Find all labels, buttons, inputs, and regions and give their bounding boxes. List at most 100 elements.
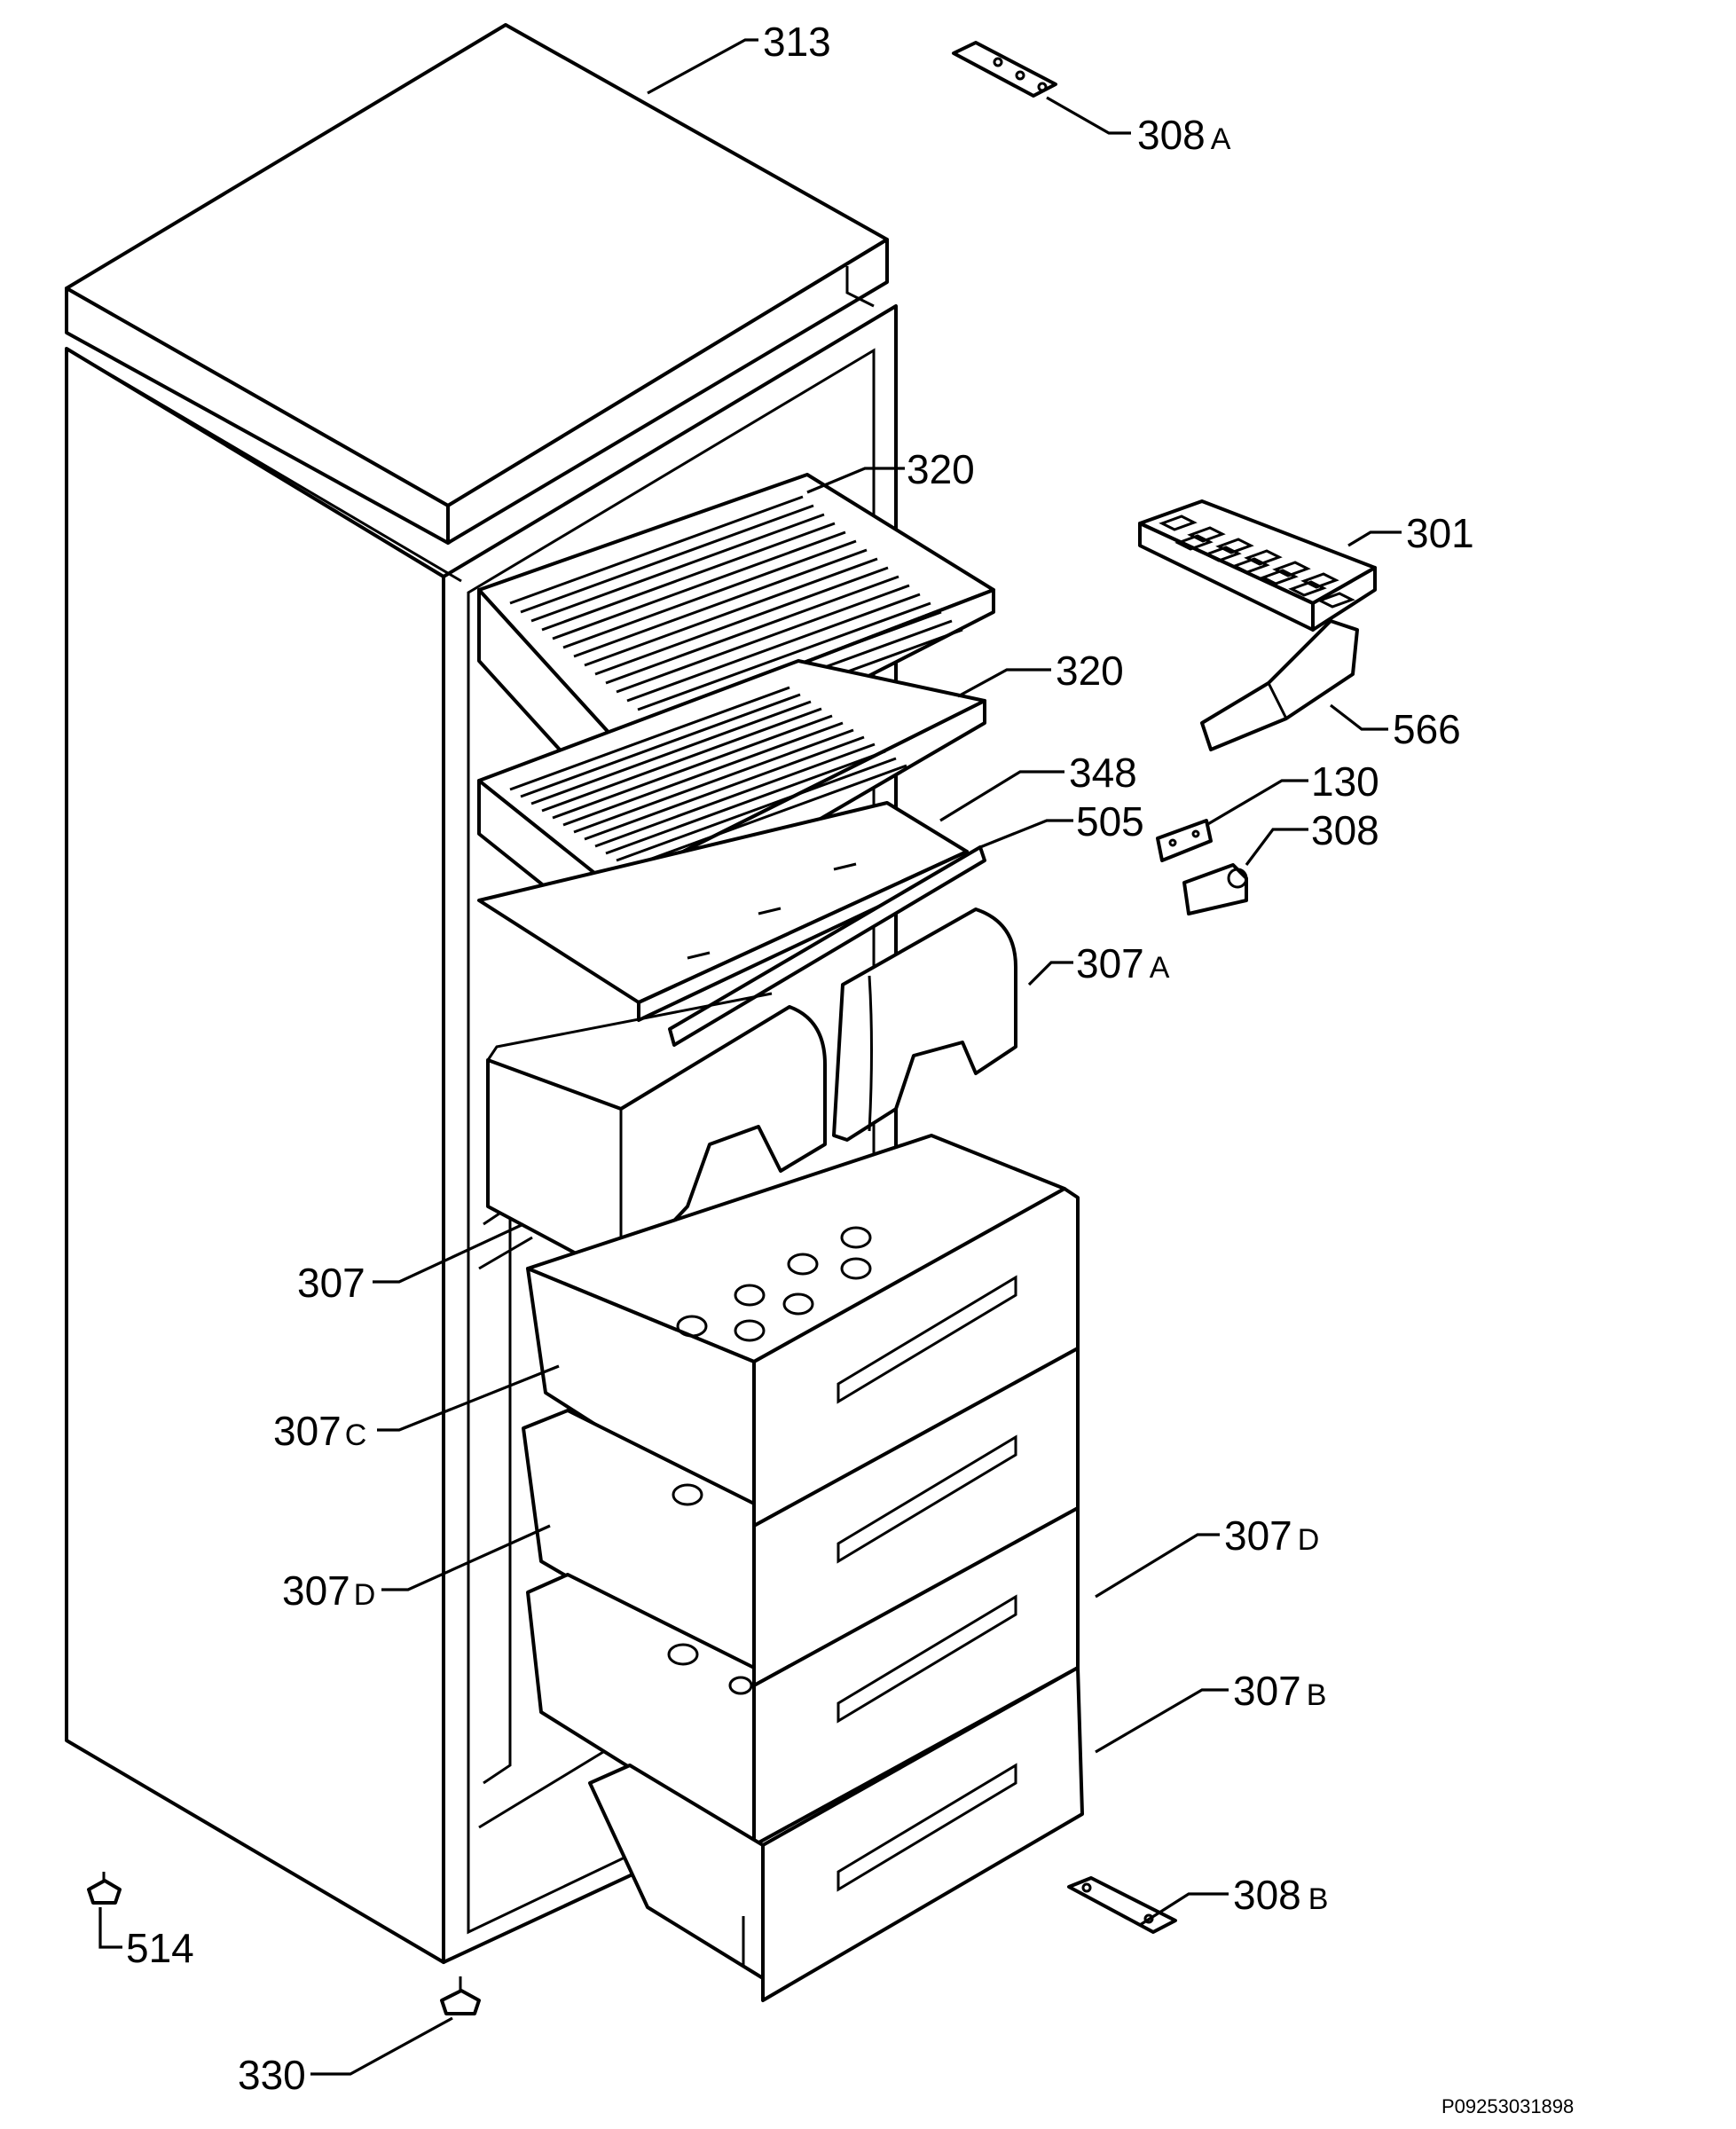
shelf-rib <box>530 513 825 623</box>
callout-505-number: 505 <box>1076 798 1144 845</box>
callout-307a-number: 307 <box>1076 940 1144 986</box>
ice-cell <box>1203 546 1242 562</box>
callout-308b-suffix: B <box>1308 1882 1329 1916</box>
ice-scoop-566 <box>1200 619 1359 751</box>
callout-320-upper-number: 320 <box>907 446 975 492</box>
shelf-rib <box>509 495 804 605</box>
ice-cell <box>1215 538 1254 554</box>
shelf-trim-505 <box>668 845 986 1047</box>
hinge-308b <box>1067 1876 1177 1934</box>
shelf-rib <box>605 575 899 685</box>
svg-text:313: 313 <box>763 19 831 65</box>
callout-301-number: 301 <box>1406 510 1474 556</box>
leader-lines <box>98 38 1402 2076</box>
shelf-rib <box>616 584 910 694</box>
callout-308a-number: 308 <box>1137 112 1206 158</box>
shelf-rib <box>616 757 897 862</box>
shelf-rib <box>552 714 833 820</box>
shelf-rib <box>584 735 865 841</box>
svg-text:320: 320 <box>907 446 975 492</box>
hinge-308a <box>952 41 1057 98</box>
callout-307d-left-number: 307 <box>282 1567 350 1614</box>
drawer-307c <box>526 1134 1080 1528</box>
hinge-308 <box>1182 863 1248 915</box>
shelf-rib <box>541 522 836 632</box>
callout-320-lower-number: 320 <box>1056 648 1124 694</box>
svg-text:566: 566 <box>1393 706 1461 752</box>
callout-307c-number: 307 <box>273 1408 342 1454</box>
callout-307b-number: 307 <box>1233 1668 1301 1714</box>
callout-307c-suffix: C <box>345 1418 367 1452</box>
ice-cell <box>1187 526 1226 543</box>
svg-text:505: 505 <box>1076 798 1144 845</box>
shelf-rib <box>520 504 814 614</box>
callout-313-number: 313 <box>763 19 831 65</box>
glass-shelf-348 <box>477 801 969 1022</box>
callout-308a-suffix: A <box>1211 122 1231 156</box>
svg-text:308: 308 <box>1311 807 1379 853</box>
shelf-rib <box>605 750 886 855</box>
callout-307b-suffix: B <box>1307 1678 1327 1712</box>
callout-348-number: 348 <box>1069 750 1137 796</box>
svg-text:301: 301 <box>1406 510 1474 556</box>
callout-308b-number: 308 <box>1233 1872 1301 1918</box>
shelf-rib <box>594 566 889 676</box>
drawer-307b <box>588 1666 1084 2002</box>
shelf-rib <box>626 764 907 869</box>
shelf-rib <box>573 548 868 658</box>
callout-130-number: 130 <box>1311 758 1379 805</box>
drawer-307d-upper <box>522 1347 1080 1687</box>
svg-text:330: 330 <box>238 2052 306 2098</box>
ice-tray-301 <box>1138 499 1377 632</box>
svg-text:307: 307 <box>297 1260 365 1306</box>
callout-308-number: 308 <box>1311 807 1379 853</box>
ice-cell <box>1288 580 1327 597</box>
shelf-rib <box>541 707 822 813</box>
callout-330-number: 330 <box>238 2052 306 2098</box>
ice-cell <box>1260 569 1299 585</box>
ice-cell <box>1174 534 1214 551</box>
ice-cell <box>1231 557 1270 574</box>
svg-text:320: 320 <box>1056 648 1124 694</box>
shelf-rib <box>594 742 876 848</box>
worktop-313 <box>65 23 889 545</box>
callout-514-number: 514 <box>126 1925 194 1971</box>
shelf-rib <box>562 721 844 827</box>
foot-330 <box>440 1976 481 2015</box>
shelf-rib <box>530 700 812 805</box>
callout-566-number: 566 <box>1393 706 1461 752</box>
callout-307d-right-number: 307 <box>1224 1512 1292 1559</box>
shelf-rib <box>509 686 790 791</box>
svg-text:130: 130 <box>1311 758 1379 805</box>
svg-text:348: 348 <box>1069 750 1137 796</box>
callout-307d-right-suffix: D <box>1298 1523 1320 1557</box>
ice-cell <box>1300 572 1339 589</box>
shelf-rib <box>562 539 857 649</box>
callout-307-number: 307 <box>297 1260 365 1306</box>
shelf-rib <box>637 601 931 711</box>
shelf-rib <box>626 593 921 703</box>
shelf-rib <box>520 693 801 798</box>
callout-307a-suffix: A <box>1150 951 1170 985</box>
shelf-rib <box>584 557 878 667</box>
ice-cell <box>1159 515 1198 531</box>
document-id: P09253031898 <box>1441 2095 1574 2117</box>
svg-text:514: 514 <box>126 1925 194 1971</box>
ice-cell <box>1316 592 1355 609</box>
drawer-307d-lower <box>526 1506 1080 1847</box>
shelf-rib <box>573 728 854 834</box>
shelf-rib <box>552 530 846 640</box>
ice-cell <box>1244 549 1283 566</box>
part-130 <box>1156 819 1213 862</box>
flap-307a <box>832 907 1017 1142</box>
ice-cell <box>1272 561 1311 577</box>
foot-514 <box>87 1872 122 1905</box>
